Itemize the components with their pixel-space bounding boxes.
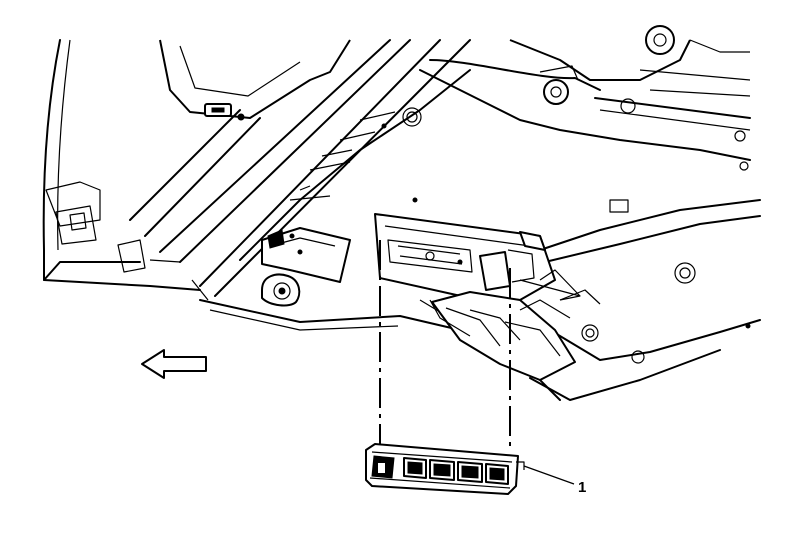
- lower-trim: [429, 289, 601, 381]
- roof-panel: [239, 69, 471, 261]
- headliner-left-edge: [42, 39, 201, 291]
- arrow-left-icon: [141, 349, 207, 379]
- roof-rails: [129, 39, 471, 301]
- control-module: [365, 443, 525, 495]
- callout-label-1: 1: [578, 479, 586, 496]
- mounting-tab: [261, 227, 351, 283]
- overhead-bracket: [159, 39, 351, 121]
- callout-1: 1: [523, 465, 586, 496]
- headliner-right-edge: [529, 199, 761, 401]
- module-housing: [374, 213, 581, 301]
- fastener-boss: [261, 273, 301, 307]
- alignment-lines: [379, 240, 511, 452]
- roof-frame-right: [419, 25, 751, 213]
